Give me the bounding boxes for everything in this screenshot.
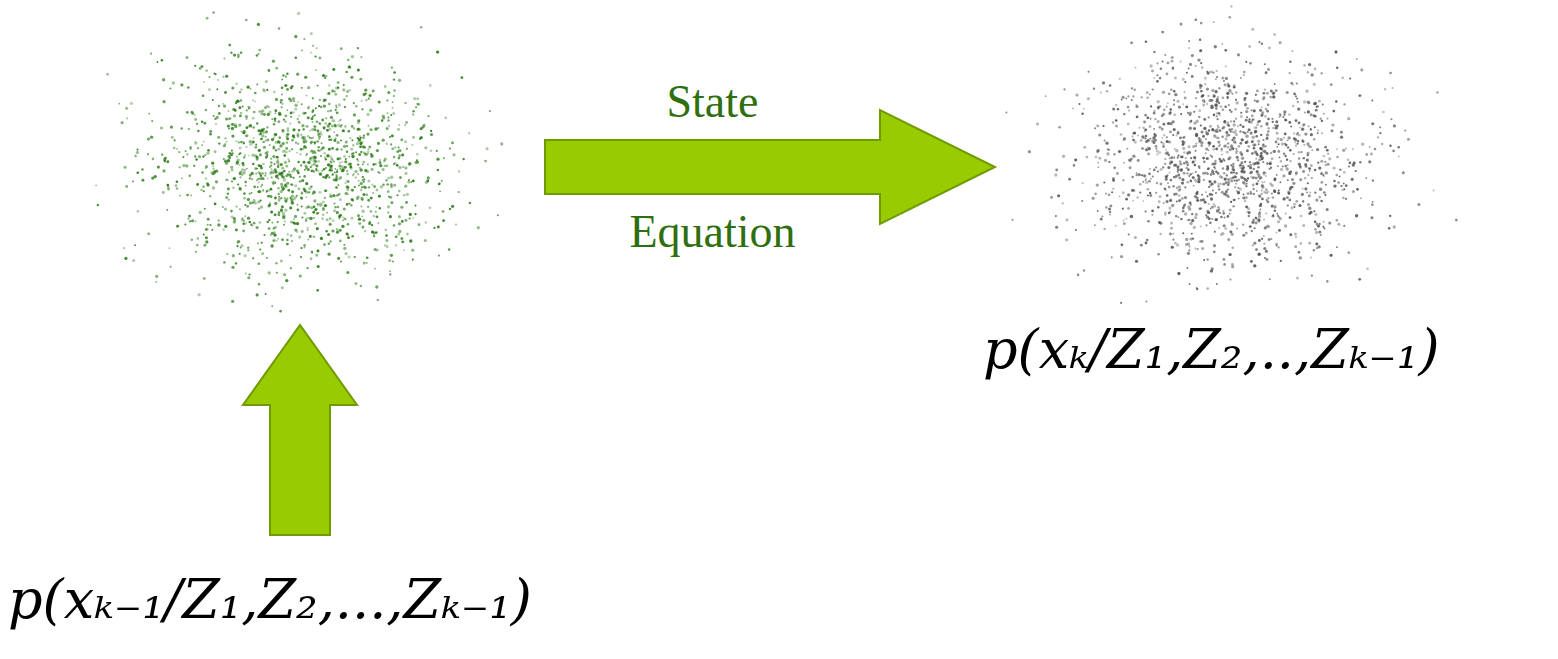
up-arrow <box>243 325 357 535</box>
distribution-label: p(xₖ/Z₁,Z₂,..,Zₖ₋₁) <box>983 318 1440 383</box>
particle-dots <box>90 0 545 320</box>
distribution-label: p(xₖ₋₁/Z₁,Z₂,...,Zₖ₋₁) <box>8 568 532 633</box>
edge-label: State Equation <box>603 37 823 297</box>
particle-dots <box>995 0 1460 320</box>
particle-cloud: p(xₖ₋₁/Z₁,Z₂,...,Zₖ₋₁) <box>90 0 545 320</box>
particle-cloud: p(xₖ/Z₁,Z₂,..,Zₖ₋₁) <box>995 0 1460 320</box>
